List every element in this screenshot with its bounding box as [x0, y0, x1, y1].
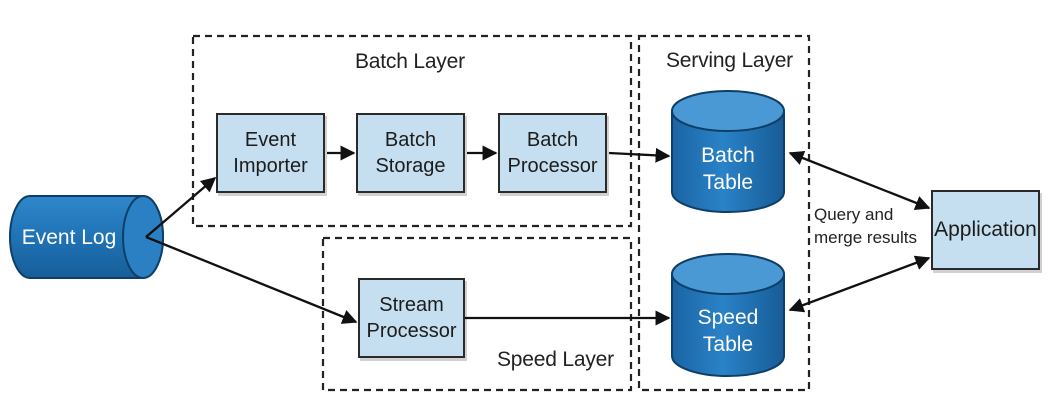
speed-layer-label: Speed Layer — [497, 348, 614, 371]
arrow-eventlog-to-stream — [145, 235, 358, 324]
arrow-speed-table-application — [788, 255, 931, 313]
batch-storage-box: Batch Storage — [356, 113, 465, 193]
speed-table-label: Speed Table — [672, 300, 784, 362]
application-box: Application — [931, 190, 1040, 270]
speed-table-cylinder — [671, 253, 785, 377]
event-log-label: Event Log — [14, 222, 124, 252]
arrow-processor-to-batch-table — [608, 147, 671, 163]
batch-storage-line1: Batch — [384, 129, 437, 151]
batch-processor-box: Batch Processor — [498, 113, 607, 193]
batch-processor-line1: Batch — [526, 129, 579, 151]
batch-table-line1: Batch — [701, 144, 755, 167]
event-log-cylinder — [9, 195, 164, 279]
speed-table-line2: Table — [702, 333, 754, 356]
batch-layer-label: Batch Layer — [355, 50, 465, 73]
query-merge-note: Query and merge results — [814, 203, 917, 249]
speed-layer-frame — [321, 236, 633, 392]
serving-layer-frame — [637, 34, 811, 392]
event-importer-box: Event Importer — [216, 113, 325, 193]
query-note-line1: Query and — [814, 205, 894, 224]
stream-processor-line1: Stream — [379, 294, 444, 316]
batch-table-line2: Table — [702, 171, 754, 194]
batch-storage-line2: Storage — [375, 155, 446, 177]
stream-processor-box: Stream Processor — [358, 278, 465, 358]
event-importer-line1: Event — [244, 129, 297, 151]
batch-table-cylinder — [671, 90, 785, 213]
stream-processor-line2: Processor — [366, 320, 457, 342]
arrow-eventlog-to-importer — [145, 177, 217, 238]
event-log-text: Event Log — [21, 225, 117, 249]
arrow-batch-table-application — [788, 150, 931, 211]
query-note-line2: merge results — [814, 228, 917, 247]
batch-table-label: Batch Table — [672, 138, 784, 200]
event-importer-line2: Importer — [233, 155, 308, 177]
batch-layer-frame — [191, 34, 633, 228]
serving-layer-label: Serving Layer — [666, 49, 793, 72]
batch-processor-line2: Processor — [507, 155, 598, 177]
application-text: Application — [934, 218, 1037, 241]
speed-table-line1: Speed — [697, 306, 759, 329]
